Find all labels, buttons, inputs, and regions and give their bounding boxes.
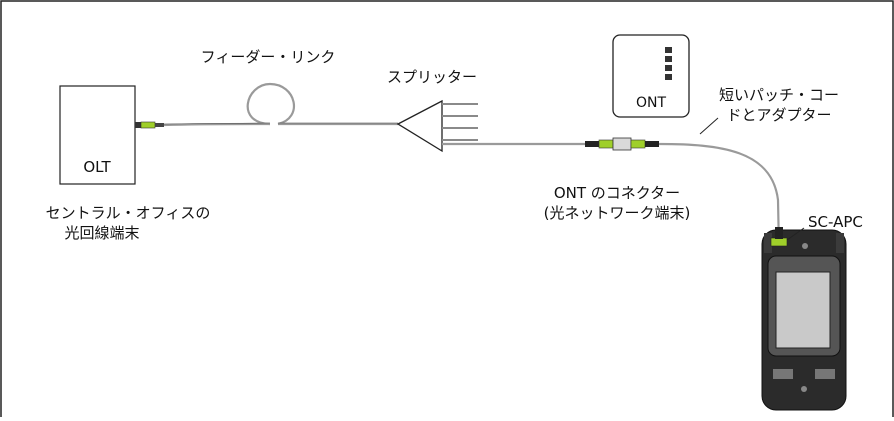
olt-caption-line2: 光回線端末: [64, 224, 139, 242]
ont-connector-assembly: [585, 137, 659, 151]
splitter-triangle: [396, 99, 443, 153]
patch-cord-label-line2: ドとアダプター: [726, 106, 831, 124]
olt-connector-boot: [155, 123, 164, 127]
olt-caption-line1: セントラル・オフィスの: [46, 204, 211, 222]
patch-cord: [658, 142, 781, 251]
ont-device-label: ONT: [636, 95, 666, 111]
olt-port: [135, 122, 141, 128]
olt-connector: [140, 121, 156, 129]
feeder-fiber-outline: [163, 122, 398, 125]
ont-connector-label-line1: ONT のコネクター: [554, 184, 680, 202]
patch-cord-label-line1: 短いパッチ・コー: [719, 86, 839, 104]
ont-ports: [665, 47, 672, 80]
patch-cord-leader: [699, 117, 719, 135]
ont-device: [612, 34, 690, 118]
feeder-fiber: [163, 82, 398, 127]
sc-apc-label: SC-APC: [808, 213, 863, 231]
splitter-outputs: [442, 103, 478, 141]
fiber-tester-device: [761, 227, 847, 411]
olt-box-label: OLT: [83, 158, 111, 176]
olt-box: [59, 85, 136, 185]
splitter-label: スプリッター: [387, 68, 477, 86]
feeder-link-label: フィーダー・リンク: [201, 48, 336, 66]
ont-connector-label-line2: (光ネットワーク端末): [544, 204, 691, 222]
